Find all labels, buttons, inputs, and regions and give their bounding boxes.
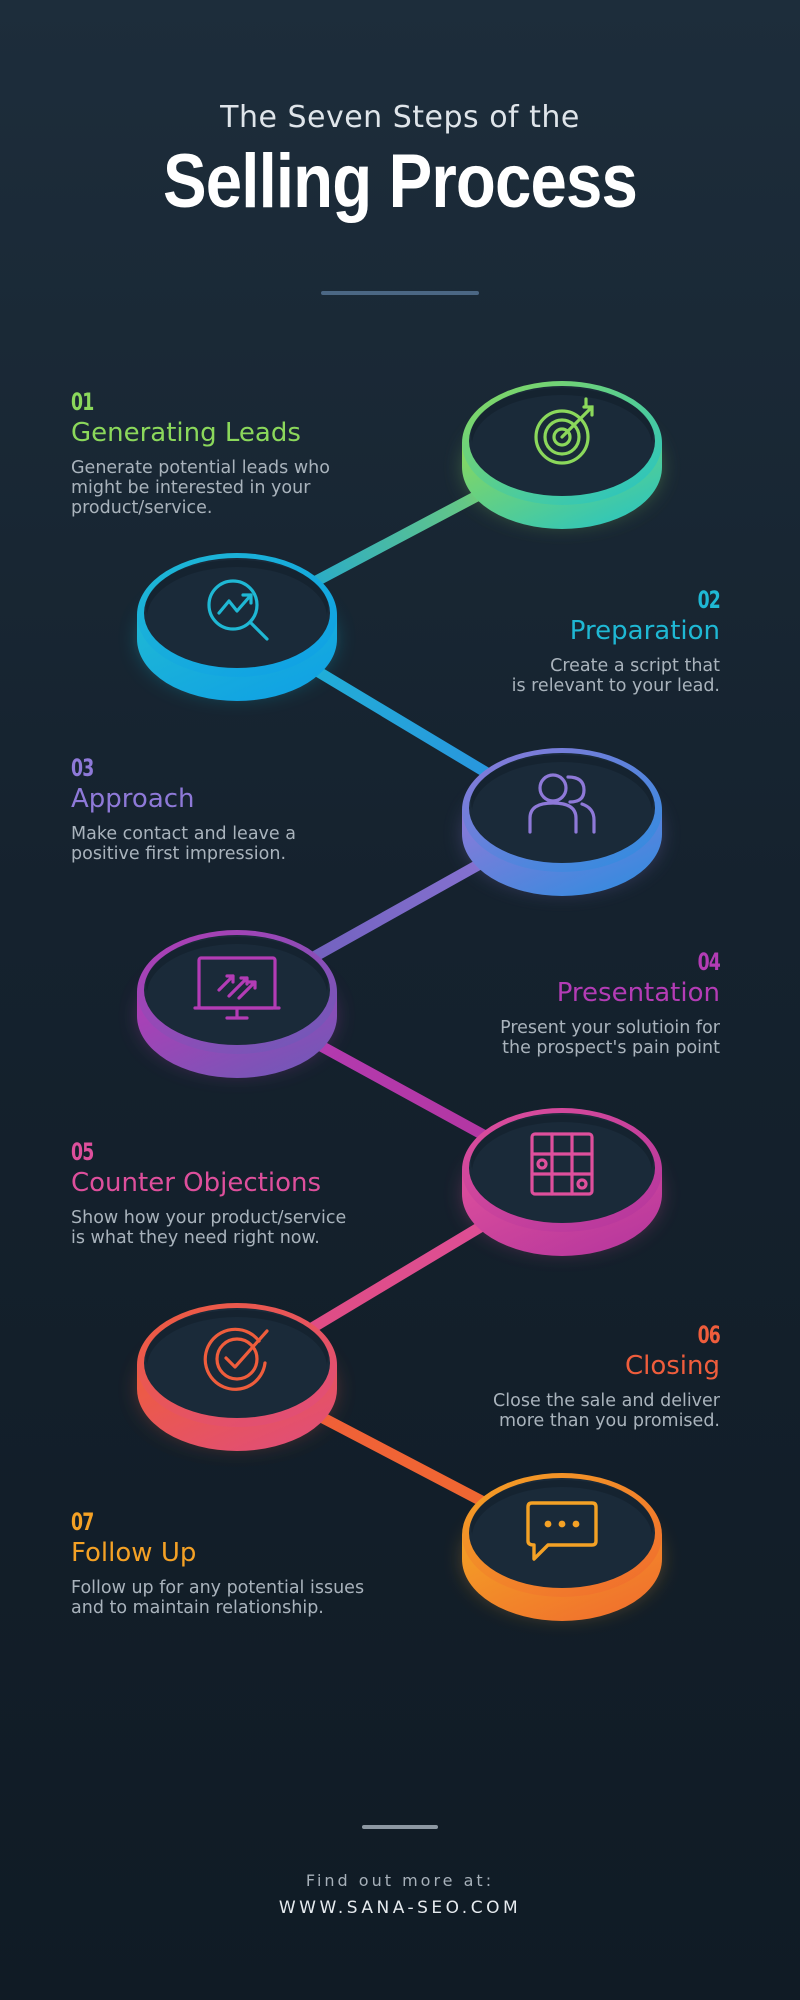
step-title: Approach xyxy=(71,784,195,814)
page-subtitle: The Seven Steps of the xyxy=(220,100,580,135)
step-7: 07 Follow Up Follow up for any potential… xyxy=(71,1508,461,1618)
step-description: Show how your product/service is what th… xyxy=(71,1208,347,1248)
grid-icon xyxy=(530,1132,594,1196)
check-badge-icon xyxy=(203,1327,269,1391)
step-4-disc xyxy=(137,930,337,1078)
step-number: 04 xyxy=(697,948,721,976)
step-1: 01 Generating Leads Generate potential l… xyxy=(71,388,461,518)
step-1-disc xyxy=(462,381,662,529)
step-title: Presentation xyxy=(556,978,720,1008)
title-divider xyxy=(321,291,479,295)
step-title: Follow Up xyxy=(71,1538,197,1568)
step-number: 01 xyxy=(71,388,94,416)
step-number: 02 xyxy=(697,586,721,614)
step-6-disc xyxy=(137,1303,337,1451)
step-3: 03 Approach Make contact and leave a pos… xyxy=(71,754,461,864)
step-description: Create a script that is relevant to your… xyxy=(511,656,720,696)
step-2: 02 Preparation Create a script that is r… xyxy=(330,586,721,696)
step-description: Make contact and leave a positive first … xyxy=(71,824,296,864)
step-3-disc xyxy=(462,748,662,896)
step-number: 03 xyxy=(71,754,94,782)
footer-link[interactable]: WWW.SANA-SEO.COM xyxy=(278,1898,522,1918)
step-title: Counter Objections xyxy=(71,1168,321,1198)
step-7-disc xyxy=(462,1473,662,1621)
users-icon xyxy=(528,773,596,834)
footer-divider xyxy=(362,1825,438,1829)
step-description: Close the sale and deliver more than you… xyxy=(493,1391,720,1431)
page-title: Selling Process xyxy=(163,139,638,224)
target-icon xyxy=(534,397,594,465)
step-5: 05 Counter Objections Show how your prod… xyxy=(71,1138,461,1248)
step-description: Generate potential leads who might be in… xyxy=(71,458,330,518)
step-5-disc xyxy=(462,1108,662,1256)
step-title: Preparation xyxy=(569,616,720,646)
step-2-disc xyxy=(137,553,337,701)
step-number: 05 xyxy=(71,1138,94,1166)
step-number: 06 xyxy=(697,1321,721,1349)
presentation-icon xyxy=(193,956,281,1020)
footer-label: Find out more at: xyxy=(305,1871,495,1890)
step-title: Closing xyxy=(624,1351,720,1381)
step-description: Present your solutioin for the prospect'… xyxy=(500,1018,720,1058)
step-number: 07 xyxy=(71,1508,94,1536)
step-6: 06 Closing Close the sale and deliver mo… xyxy=(330,1321,721,1431)
step-description: Follow up for any potential issues and t… xyxy=(71,1578,365,1618)
search-chart-icon xyxy=(207,579,269,641)
step-title: Generating Leads xyxy=(71,418,301,448)
chat-icon xyxy=(526,1501,598,1561)
step-4: 04 Presentation Present your solutioin f… xyxy=(330,948,721,1058)
